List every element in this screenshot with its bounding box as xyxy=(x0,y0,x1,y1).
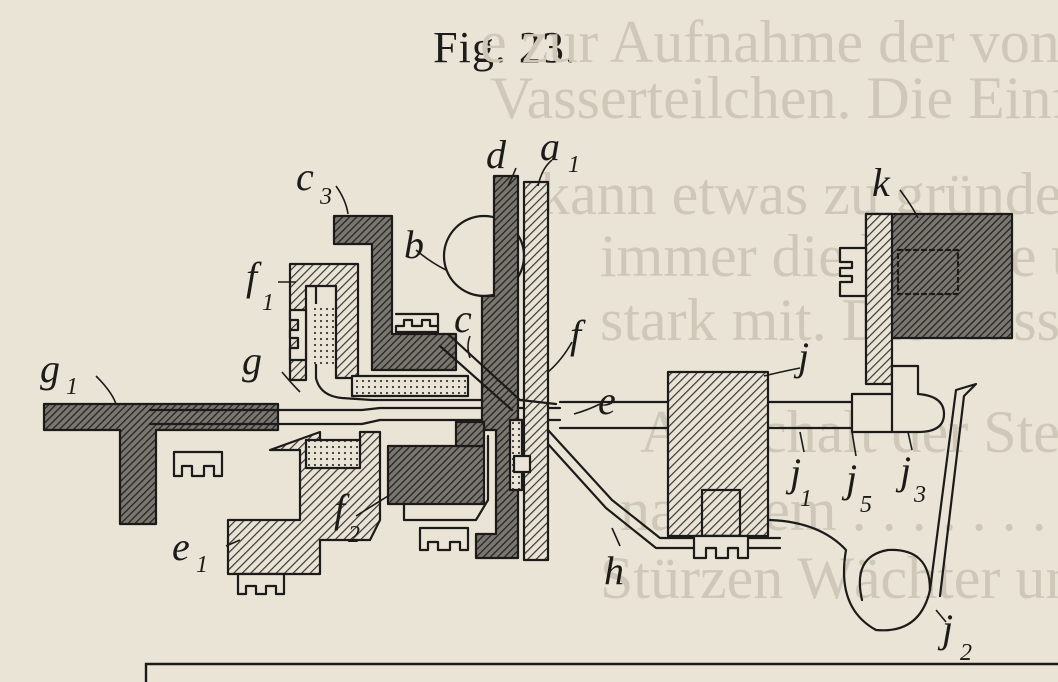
label-k: k xyxy=(872,160,891,205)
part-f2-block xyxy=(454,420,486,448)
leader-b xyxy=(415,249,447,271)
leader-g1 xyxy=(95,375,117,405)
label-e: e xyxy=(598,378,616,423)
label-j1-sub: 1 xyxy=(800,486,812,512)
part-k-nut xyxy=(838,246,868,298)
label-c3: c xyxy=(296,154,314,199)
label-c3-sub: 3 xyxy=(319,184,332,210)
label-f1: f xyxy=(246,254,262,299)
part-f1-dot-fill xyxy=(310,304,334,364)
part-j-block xyxy=(666,370,770,538)
part-c-wire xyxy=(438,344,514,412)
plate-border-bottom xyxy=(144,662,1058,682)
label-j5: j xyxy=(841,456,857,501)
part-g1-t-bracket xyxy=(42,402,280,526)
label-e1: e xyxy=(172,524,190,569)
label-f2-sub: 2 xyxy=(348,522,360,548)
part-c3-bracket xyxy=(332,214,458,372)
leader-e1 xyxy=(225,539,241,547)
label-j2: j xyxy=(937,606,953,651)
part-j2-spring xyxy=(768,518,932,632)
part-k-inner-dash xyxy=(896,248,960,296)
part-f2-bracket xyxy=(386,444,486,506)
label-h: h xyxy=(604,548,624,593)
figure-title: Fig. 23. xyxy=(433,23,577,72)
part-e1-dot-fill xyxy=(304,438,362,470)
part-f2-nut xyxy=(418,526,470,552)
label-g1: g xyxy=(40,346,60,391)
part-j-nut xyxy=(692,534,750,560)
part-f2-link xyxy=(402,434,490,522)
shaft-rod-left-lower xyxy=(148,418,562,426)
leader-h xyxy=(611,527,621,547)
leader-e xyxy=(573,403,601,415)
part-f-clip xyxy=(512,454,532,474)
label-d: d xyxy=(486,132,507,177)
label-g1-sub: 1 xyxy=(66,374,78,400)
leader-j3 xyxy=(907,431,913,451)
label-f: f xyxy=(570,312,586,357)
leader-f2 xyxy=(355,495,389,517)
leader-d xyxy=(507,167,517,187)
label-g: g xyxy=(242,338,262,383)
leader-c3 xyxy=(335,185,349,215)
part-j2-spring-arm xyxy=(928,382,978,598)
leader-c xyxy=(467,335,471,359)
part-f1-nut xyxy=(288,308,308,362)
part-a1-plate xyxy=(522,180,550,562)
leader-j xyxy=(763,367,801,377)
label-a1: a xyxy=(540,124,560,169)
part-g-bent-arm xyxy=(298,284,542,402)
leader-g xyxy=(281,371,301,393)
label-j3-sub: 3 xyxy=(913,482,926,508)
leader-k xyxy=(899,189,919,219)
label-j: j xyxy=(793,334,809,379)
ghost-line: Vasserteilchen. Die Einfachheit xyxy=(490,65,1058,131)
shaft-rod-left xyxy=(148,406,562,412)
part-c-nut xyxy=(394,312,440,334)
label-b: b xyxy=(404,222,424,267)
part-j3-clamp xyxy=(850,364,946,434)
leader-lines xyxy=(95,159,947,623)
label-c: c xyxy=(454,296,472,341)
label-a1-sub: 1 xyxy=(568,152,580,178)
label-j5-sub: 5 xyxy=(860,492,872,518)
part-f1-bracket xyxy=(288,262,360,382)
part-e-wire xyxy=(446,332,558,406)
label-f1-sub: 1 xyxy=(262,290,274,316)
part-k-post xyxy=(864,212,894,386)
part-e1-nut xyxy=(236,572,286,596)
leader-j1 xyxy=(799,431,805,453)
label-e1-sub: 1 xyxy=(196,552,208,578)
part-c3-foot xyxy=(350,374,470,398)
ghost-line: Stürzen Wächter und Reinigung xyxy=(600,545,1058,611)
leader-j5 xyxy=(851,431,857,457)
part-g1-nut xyxy=(172,450,224,478)
leader-a1 xyxy=(537,159,553,187)
label-j1: j xyxy=(785,450,801,495)
ghost-line: e zur Aufnahme der von den xyxy=(480,9,1058,75)
reference-labels: d a 1 c 3 b k f 1 c f j g 1 g e j 1 j 5 … xyxy=(40,124,972,666)
leader-f xyxy=(547,341,573,373)
label-j2-sub: 2 xyxy=(960,640,972,666)
label-j3: j xyxy=(895,448,911,493)
leader-j2 xyxy=(935,609,947,623)
